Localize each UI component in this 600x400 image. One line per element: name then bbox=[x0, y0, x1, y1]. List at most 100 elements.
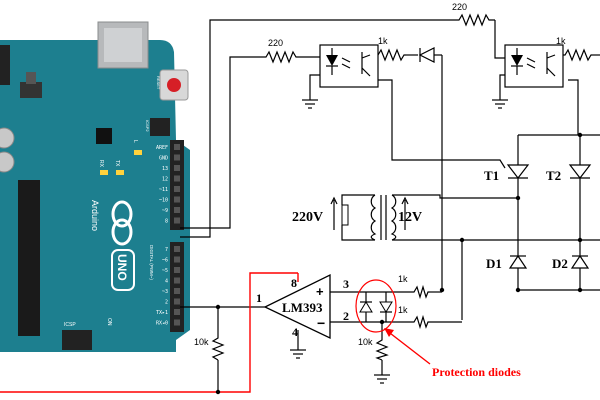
usb-chip bbox=[96, 128, 112, 144]
transformer: 220V 12V bbox=[292, 194, 422, 241]
header-pin-label: 12 bbox=[162, 177, 168, 183]
header-pin bbox=[174, 207, 180, 213]
header-pin bbox=[174, 267, 180, 273]
voltage-regulator bbox=[20, 82, 42, 98]
protection-diode-pair bbox=[359, 292, 393, 322]
resistor-1k-opto1: 1k bbox=[375, 36, 406, 62]
diode-d1: D1 bbox=[486, 254, 528, 271]
resistor-220-left: 220 bbox=[262, 38, 300, 64]
svg-text:1k: 1k bbox=[398, 305, 408, 315]
header-pin bbox=[174, 165, 180, 171]
capacitor-1 bbox=[0, 127, 15, 149]
header-pin bbox=[174, 309, 180, 315]
wire-opto1-t1 bbox=[378, 79, 506, 169]
resistor-1k-comp-minus: 1k bbox=[398, 305, 430, 330]
svg-text:220: 220 bbox=[268, 38, 283, 48]
svg-text:UNO: UNO bbox=[115, 254, 129, 281]
header-pin bbox=[174, 196, 180, 203]
optocoupler-2 bbox=[504, 44, 564, 88]
svg-text:−: − bbox=[317, 315, 325, 331]
lm393-comparator: LM393 + − 1 3 2 8 4 bbox=[256, 273, 349, 340]
header-pin bbox=[174, 217, 180, 224]
svg-text:1k: 1k bbox=[398, 274, 408, 284]
atmega-chip bbox=[18, 180, 40, 336]
header-pin-label: ~6 bbox=[162, 258, 168, 264]
ground-comparator bbox=[290, 349, 306, 359]
header-pin bbox=[174, 144, 180, 150]
tx-led bbox=[116, 170, 124, 175]
header-pin bbox=[174, 256, 180, 263]
svg-text:1: 1 bbox=[256, 291, 262, 305]
l-led bbox=[134, 150, 142, 155]
svg-text:1k: 1k bbox=[378, 36, 388, 46]
red-wires bbox=[0, 272, 431, 393]
svg-text:ON: ON bbox=[106, 318, 112, 326]
header-pin-label: RX◂0 bbox=[156, 321, 168, 327]
svg-text:D2: D2 bbox=[552, 256, 568, 271]
diode-opto1 bbox=[418, 47, 435, 63]
header-pin bbox=[174, 175, 180, 182]
svg-text:TX: TX bbox=[114, 160, 120, 167]
header-pin bbox=[174, 319, 180, 326]
svg-text:2: 2 bbox=[343, 309, 349, 323]
svg-text:+: + bbox=[316, 284, 324, 299]
resistor-1k-comp-plus: 1k bbox=[398, 274, 430, 300]
header-pin bbox=[174, 154, 180, 161]
arduino-logo bbox=[111, 200, 133, 246]
thyristor-t1: T1 bbox=[484, 164, 530, 183]
power-jack bbox=[0, 45, 10, 85]
protection-arrow-head bbox=[384, 328, 394, 337]
svg-text:10k: 10k bbox=[358, 337, 373, 347]
uno-badge: UNO bbox=[111, 249, 135, 291]
arduino-brand-text: Arduino bbox=[90, 200, 100, 231]
icsp2-header: ICSP2 bbox=[145, 118, 170, 136]
svg-text:RX: RX bbox=[98, 160, 104, 168]
svg-text:3: 3 bbox=[343, 277, 349, 291]
header-pin-label: 13 bbox=[162, 166, 168, 172]
header-pin bbox=[174, 186, 180, 192]
header-pin-label: ~3 bbox=[162, 289, 168, 295]
header-pin-label: 4 bbox=[165, 279, 168, 285]
resistor-220-top: 220 bbox=[452, 2, 495, 27]
header-pin-label: TX▸1 bbox=[156, 310, 168, 316]
svg-text:L: L bbox=[132, 140, 138, 143]
svg-text:DIGITAL (PWM~): DIGITAL (PWM~) bbox=[149, 245, 154, 280]
ground-opto1 bbox=[302, 99, 318, 109]
svg-text:ICSP: ICSP bbox=[64, 322, 76, 328]
ground-opto2 bbox=[492, 99, 508, 109]
svg-text:ICSP2: ICSP2 bbox=[145, 120, 150, 132]
resistor-10k-right: 10k bbox=[358, 337, 389, 361]
protection-diodes-annotation: Protection diodes bbox=[432, 365, 521, 379]
svg-text:T2: T2 bbox=[546, 168, 561, 183]
comparator-label: LM393 bbox=[282, 300, 323, 315]
header-pin-label: 7 bbox=[165, 247, 168, 253]
capacitor-2 bbox=[0, 151, 15, 173]
reset-label: RESET bbox=[156, 76, 161, 90]
wire-red-vcc bbox=[0, 272, 298, 393]
header-pin bbox=[174, 277, 180, 284]
resistor-10k-left: 10k bbox=[194, 335, 225, 361]
optocoupler-1 bbox=[319, 44, 379, 88]
header-pin-label: GND bbox=[159, 156, 168, 162]
resistor-1k-opto2: 1k bbox=[556, 36, 592, 62]
primary-voltage-label: 220V bbox=[292, 210, 323, 225]
protection-diodes-highlight bbox=[355, 279, 397, 333]
rx-led bbox=[100, 170, 108, 175]
header-pin bbox=[174, 288, 180, 294]
svg-text:220: 220 bbox=[452, 2, 467, 12]
protection-arrow-line bbox=[385, 329, 431, 365]
header-pin bbox=[174, 298, 180, 305]
svg-text:T1: T1 bbox=[484, 168, 499, 183]
header-pin-label: 2 bbox=[165, 300, 168, 306]
arduino-uno-board: RESET ICSP2 RX TX L Arduino UNO ICSP bbox=[0, 21, 190, 352]
header-pin-label: AREF bbox=[156, 145, 168, 151]
header-pin-label: ~9 bbox=[162, 208, 168, 214]
wire-pin9 bbox=[180, 56, 262, 229]
header-pin-label: ~5 bbox=[162, 268, 168, 274]
svg-text:8: 8 bbox=[291, 276, 297, 290]
header-pin-label: ~11 bbox=[159, 187, 168, 193]
svg-text:10k: 10k bbox=[194, 337, 209, 347]
